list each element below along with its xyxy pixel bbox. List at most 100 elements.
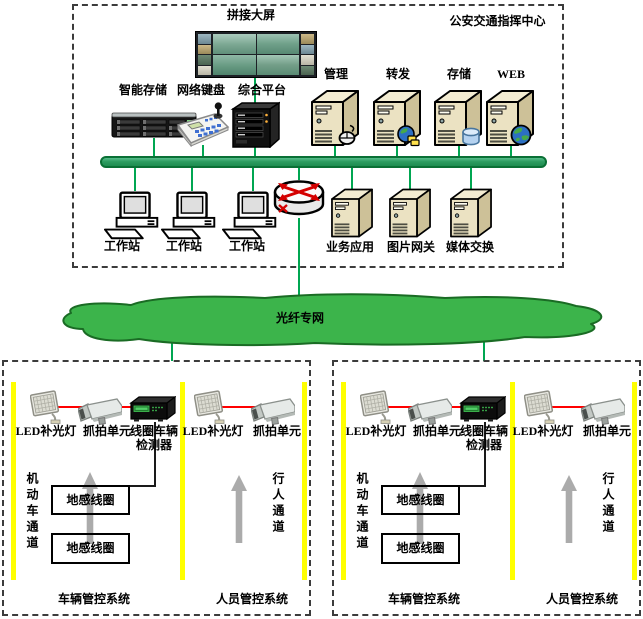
workstation-icon	[161, 191, 216, 240]
led-light-label: LED补光灯	[182, 424, 244, 438]
system-label-pedestrian: 人员管控系统	[545, 592, 618, 606]
detector-label: 线圈车辆	[459, 424, 508, 438]
lane-label-vehicle: 机动车通道	[25, 472, 39, 552]
camera-label: 抓拍单元	[582, 424, 631, 438]
forwarding-server-icon	[373, 90, 421, 147]
router-icon	[273, 180, 325, 216]
led-light-icon	[194, 390, 225, 424]
lane-label-vehicle: 机动车通道	[355, 472, 369, 552]
link-line-storage-bus	[153, 138, 155, 156]
led-light-label: LED补光灯	[15, 424, 77, 438]
video-wall-thumbnail	[198, 55, 211, 65]
lane-label-pedestrian: 行人通道	[601, 472, 615, 536]
detector-loop-connector	[460, 485, 486, 487]
workstation-icon	[104, 191, 159, 240]
system-label-vehicle: 车辆管控系统	[57, 592, 130, 606]
led-light-icon	[30, 390, 61, 424]
device-label-keyboard: 网络键盘	[176, 83, 225, 97]
link-line-keyboard-bus	[202, 145, 204, 156]
led-light-icon	[360, 390, 391, 424]
camera-icon	[251, 398, 295, 426]
video-wall-thumbnail	[198, 44, 211, 54]
detector-loop-connector	[484, 422, 486, 487]
loop-box: 地感线圈	[51, 485, 130, 515]
device-link-line	[539, 406, 607, 408]
link-line-app-bus	[351, 167, 353, 191]
video-wall-thumbnail	[198, 34, 211, 44]
lane-marker	[11, 382, 16, 580]
system-label-pedestrian: 人员管控系统	[215, 592, 288, 606]
led-light-label: LED补光灯	[512, 424, 574, 438]
camera-label: 抓拍单元	[82, 424, 131, 438]
business-app-server-icon	[331, 188, 373, 238]
video-wall-screen	[256, 55, 299, 75]
video-wall-right-thumbnails	[301, 34, 314, 75]
lane-marker	[341, 382, 346, 580]
link-line-mgmt-bus	[334, 146, 336, 156]
workstation-label: 工作站	[165, 239, 202, 253]
command-center-title: 公安交通指挥中心	[449, 14, 546, 28]
link-line-gateway-bus	[409, 167, 411, 191]
link-line-router-bus	[298, 167, 300, 180]
detector-label: 线圈车辆	[129, 424, 178, 438]
video-wall-screen	[213, 55, 256, 75]
detector-loop-connector	[130, 485, 156, 487]
video-wall-thumbnail	[301, 44, 314, 54]
link-line-ws2-bus	[191, 167, 193, 191]
server-label-storage: 存储	[446, 67, 471, 81]
loop-box: 地感线圈	[51, 533, 130, 564]
camera-icon	[408, 398, 452, 426]
camera-icon	[78, 398, 122, 426]
detector-label: 检测器	[135, 438, 172, 452]
video-wall-screen	[213, 34, 256, 54]
led-light-label: LED补光灯	[345, 424, 407, 438]
command-center-box	[72, 4, 564, 268]
direction-arrow	[231, 475, 247, 543]
workstation-label: 工作站	[228, 239, 265, 253]
server-label-forwarding: 转发	[385, 67, 410, 81]
server-label-business-app: 业务应用	[325, 240, 374, 254]
web-server-icon	[486, 90, 534, 146]
link-line-web-bus	[510, 146, 512, 156]
video-wall-thumbnail	[301, 34, 314, 44]
video-wall	[195, 31, 317, 78]
cloud-label: 光纤专网	[275, 311, 324, 325]
server-label-media-exchange: 媒体交换	[445, 240, 494, 254]
device-label-storage: 智能存储	[118, 83, 167, 97]
led-light-icon	[524, 390, 555, 424]
video-wall-label: 拼接大屏	[226, 8, 275, 22]
lane-marker	[632, 382, 637, 580]
site-box-1: LED补光灯 抓拍单元 线圈车辆 检测器 LED补光灯 抓拍单元 机动车通道 地…	[2, 360, 311, 616]
video-wall-thumbnail	[301, 65, 314, 75]
lane-marker	[180, 382, 185, 580]
loop-box: 地感线圈	[381, 485, 460, 515]
link-line-ws3-bus	[252, 167, 254, 191]
lane-marker	[302, 382, 307, 580]
direction-arrow	[561, 475, 577, 543]
lane-marker	[510, 382, 515, 580]
detector-label: 检测器	[465, 438, 502, 452]
link-line-media-bus	[470, 167, 472, 191]
video-wall-thumbnail	[198, 65, 211, 75]
network-keyboard-icon	[177, 101, 229, 147]
video-wall-thumbnail	[301, 55, 314, 65]
link-line-cloud-site1	[171, 328, 173, 361]
platform-chassis-icon	[232, 102, 280, 148]
system-label-vehicle: 车辆管控系统	[387, 592, 460, 606]
link-line-router-cloud	[298, 218, 300, 306]
link-line-storage-server-bus	[458, 146, 460, 156]
loop-box: 地感线圈	[381, 533, 460, 564]
storage-server-icon	[434, 90, 482, 146]
video-wall-left-thumbnails	[198, 34, 211, 75]
media-exchange-server-icon	[450, 188, 492, 238]
bus-line	[100, 156, 547, 168]
video-wall-screen	[256, 34, 299, 54]
detector-loop-connector	[154, 422, 156, 487]
site-box-2: LED补光灯 抓拍单元 线圈车辆 检测器 LED补光灯 抓拍单元 机动车通道 地…	[332, 360, 641, 616]
camera-icon	[581, 398, 625, 426]
management-server-icon	[311, 90, 359, 146]
link-line-forward-bus	[396, 146, 398, 156]
server-label-management: 管理	[323, 67, 348, 81]
lane-label-pedestrian: 行人通道	[271, 472, 285, 536]
